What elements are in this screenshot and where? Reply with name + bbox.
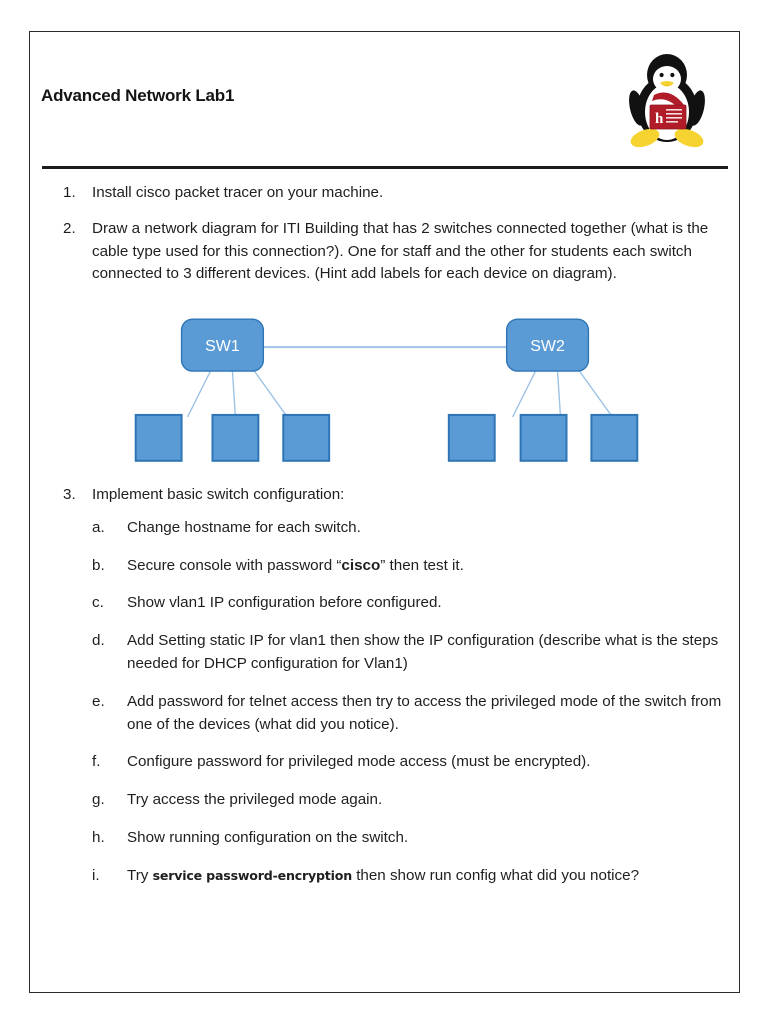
- link-sw1-dev1: [186, 371, 212, 418]
- subtask-text: Change hostname for each switch.: [127, 518, 361, 536]
- subtask-text: Show running configuration on the switch…: [127, 828, 409, 846]
- task-item-3: 3. Implement basic switch configuration:…: [30, 484, 739, 887]
- header-divider: [42, 166, 728, 169]
- subtask-marker: h.: [92, 828, 105, 846]
- link-sw2-dev3: [578, 371, 613, 418]
- subtask-text: Try access the privileged mode again.: [127, 791, 383, 809]
- task-text: Implement basic switch configuration:: [92, 486, 345, 504]
- subtask-marker: f.: [92, 753, 101, 771]
- task-item-2: 2. Draw a network diagram for ITI Buildi…: [30, 218, 739, 285]
- subtask-text: Try service password-encryption then sho…: [127, 866, 640, 884]
- task-marker: 1.: [63, 184, 76, 201]
- switch-label-sw2: SW2: [530, 338, 565, 355]
- page-title: Advanced Network Lab1: [41, 86, 235, 105]
- subtask-text: Show vlan1 IP configuration before confi…: [127, 594, 442, 612]
- device-node-sw1-1: [134, 414, 183, 463]
- subtask-marker: i.: [92, 866, 100, 884]
- tux-linux-penguin-icon: h: [624, 51, 710, 149]
- subtask-item-f: f. Configure password for privileged mod…: [92, 751, 739, 774]
- link-sw2-dev1: [512, 371, 537, 418]
- subtask-text: Secure console with password “cisco” the…: [127, 556, 464, 574]
- device-node-sw2-3: [590, 414, 639, 463]
- switch-node-sw2: [505, 318, 590, 373]
- subtask-item-b: b. Secure console with password “cisco” …: [92, 555, 739, 578]
- emphasis-password: cisco: [341, 556, 381, 574]
- document-page: Advanced Network Lab1: [29, 31, 740, 993]
- document-body: 1. Install cisco packet tracer on your m…: [30, 182, 739, 901]
- task-item-1: 1. Install cisco packet tracer on your m…: [30, 182, 739, 204]
- device-node-sw1-3: [282, 414, 331, 463]
- subtask-item-h: h. Show running configuration on the swi…: [92, 827, 739, 850]
- document-header: Advanced Network Lab1: [30, 32, 739, 164]
- device-node-sw2-1: [447, 414, 496, 463]
- subtask-text: Add password for telnet access then try …: [127, 692, 722, 733]
- link-sw2-dev2: [556, 371, 562, 418]
- task-text: Draw a network diagram for ITI Building …: [92, 220, 709, 283]
- emphasis-command: service password-encryption: [152, 867, 353, 883]
- task-marker: 2.: [63, 220, 76, 238]
- switch-label-sw1: SW1: [205, 338, 240, 355]
- network-diagram: SW1 SW2: [30, 299, 739, 474]
- subtask-item-c: c. Show vlan1 IP configuration before co…: [92, 592, 739, 615]
- subtask-item-a: a. Change hostname for each switch.: [92, 517, 739, 540]
- task-marker: 3.: [63, 486, 76, 504]
- subtask-marker: b.: [92, 556, 105, 574]
- link-sw1-dev3: [253, 371, 288, 418]
- link-sw1-dev2: [231, 371, 237, 418]
- switch-node-sw1: [180, 318, 265, 373]
- subtask-item-g: g. Try access the privileged mode again.: [92, 789, 739, 812]
- subtask-item-d: d. Add Setting static IP for vlan1 then …: [92, 630, 739, 676]
- task-text: Install cisco packet tracer on your mach…: [92, 184, 384, 201]
- device-node-sw1-2: [211, 414, 260, 463]
- subtask-item-e: e. Add password for telnet access then t…: [92, 691, 739, 737]
- subtask-marker: c.: [92, 594, 104, 612]
- svg-text:h: h: [655, 111, 664, 127]
- subtask-marker: e.: [92, 692, 105, 710]
- device-node-sw2-2: [519, 414, 568, 463]
- task-list: 1. Install cisco packet tracer on your m…: [30, 182, 739, 887]
- subtask-text: Add Setting static IP for vlan1 then sho…: [127, 632, 719, 672]
- subtask-text: Configure password for privileged mode a…: [127, 753, 591, 771]
- subtask-marker: d.: [92, 632, 105, 650]
- subtask-item-i: i. Try service password-encryption then …: [92, 865, 739, 888]
- subtask-marker: g.: [92, 791, 105, 809]
- subtask-marker: a.: [92, 518, 105, 536]
- subtask-list: a. Change hostname for each switch. b. S…: [92, 517, 739, 888]
